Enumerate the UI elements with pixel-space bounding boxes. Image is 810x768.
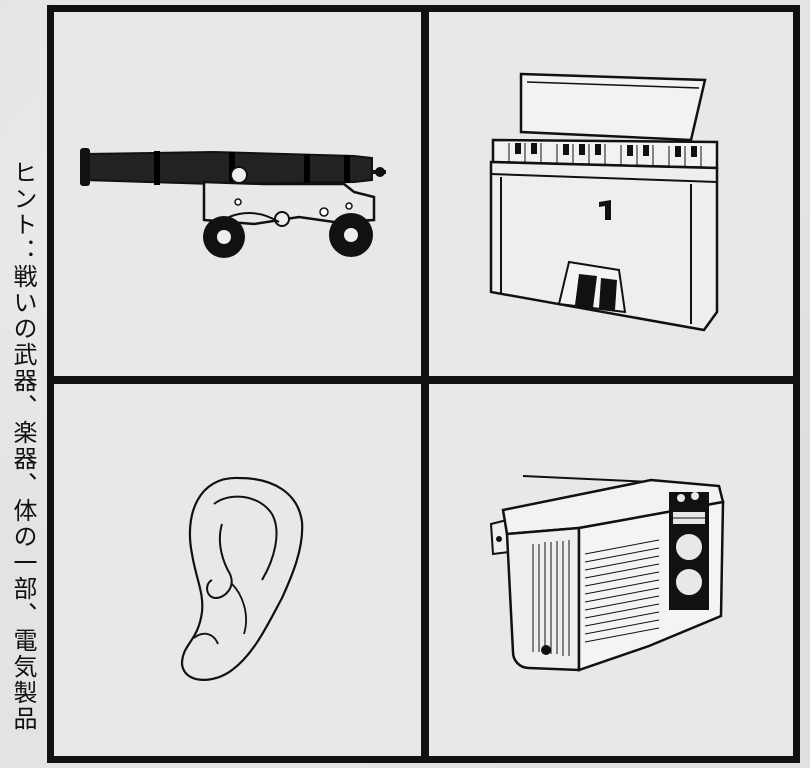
- piano-icon: [489, 72, 719, 332]
- panel-bottom-left: [54, 384, 421, 756]
- panel-top-right: [429, 12, 793, 376]
- grid-divider-vertical: [421, 5, 429, 763]
- panel-bottom-right: [429, 384, 793, 756]
- grid-divider-horizontal: [47, 376, 800, 384]
- ear-icon: [180, 476, 304, 681]
- panel-top-left: [54, 12, 421, 376]
- hint-text: ヒント：戦いの武器、楽器、体の一部、電気製品: [9, 160, 37, 732]
- cannon-icon: [80, 148, 386, 258]
- radio-icon: [489, 475, 725, 672]
